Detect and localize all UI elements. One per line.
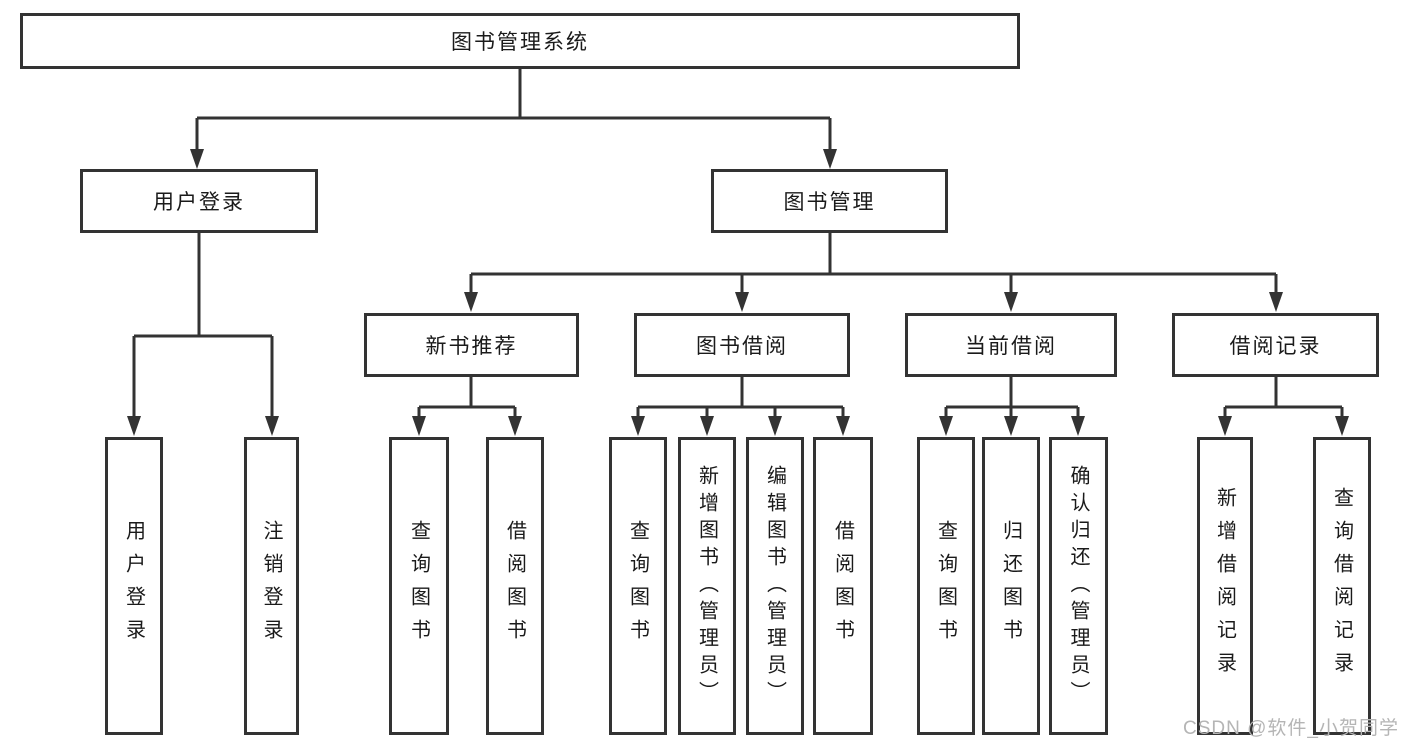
leaf-user-login: 用户登录 <box>105 437 163 735</box>
leaf-query-borrow-record: 查询借阅记录 <box>1313 437 1371 735</box>
leaf-confirm-return-admin: 确认归还（管理员） <box>1049 437 1108 735</box>
leaf-borrow-borrow-books: 借阅图书 <box>813 437 873 735</box>
connector-book-borrow-to-leaves <box>631 376 850 436</box>
leaf-borrow-query-books: 查询图书 <box>609 437 667 735</box>
node-book-borrow: 图书借阅 <box>634 313 850 377</box>
connector-new-book-to-leaves <box>412 376 522 436</box>
connector-book-management-to-level3 <box>464 232 1283 312</box>
node-current-borrow: 当前借阅 <box>905 313 1117 377</box>
leaf-logout: 注销登录 <box>244 437 299 735</box>
leaf-newbook-query-books: 查询图书 <box>389 437 449 735</box>
leaf-edit-books-admin: 编辑图书（管理员） <box>746 437 804 735</box>
leaf-add-books-admin: 新增图书（管理员） <box>678 437 736 735</box>
connector-user-login-to-leaves <box>127 232 279 436</box>
node-new-book-recommend: 新书推荐 <box>364 313 579 377</box>
leaf-newbook-borrow-books: 借阅图书 <box>486 437 544 735</box>
connector-borrow-record-to-leaves <box>1218 376 1349 436</box>
node-root: 图书管理系统 <box>20 13 1020 69</box>
leaf-add-borrow-record: 新增借阅记录 <box>1197 437 1253 735</box>
leaf-return-books: 归还图书 <box>982 437 1040 735</box>
connector-root-to-level2 <box>190 69 837 169</box>
csdn-watermark: CSDN @软件_小贺同学 <box>1183 718 1399 739</box>
leaf-current-query-books: 查询图书 <box>917 437 975 735</box>
node-book-management: 图书管理 <box>711 169 948 233</box>
node-borrow-records: 借阅记录 <box>1172 313 1379 377</box>
connector-current-borrow-to-leaves <box>939 376 1085 436</box>
node-user-login: 用户登录 <box>80 169 318 233</box>
